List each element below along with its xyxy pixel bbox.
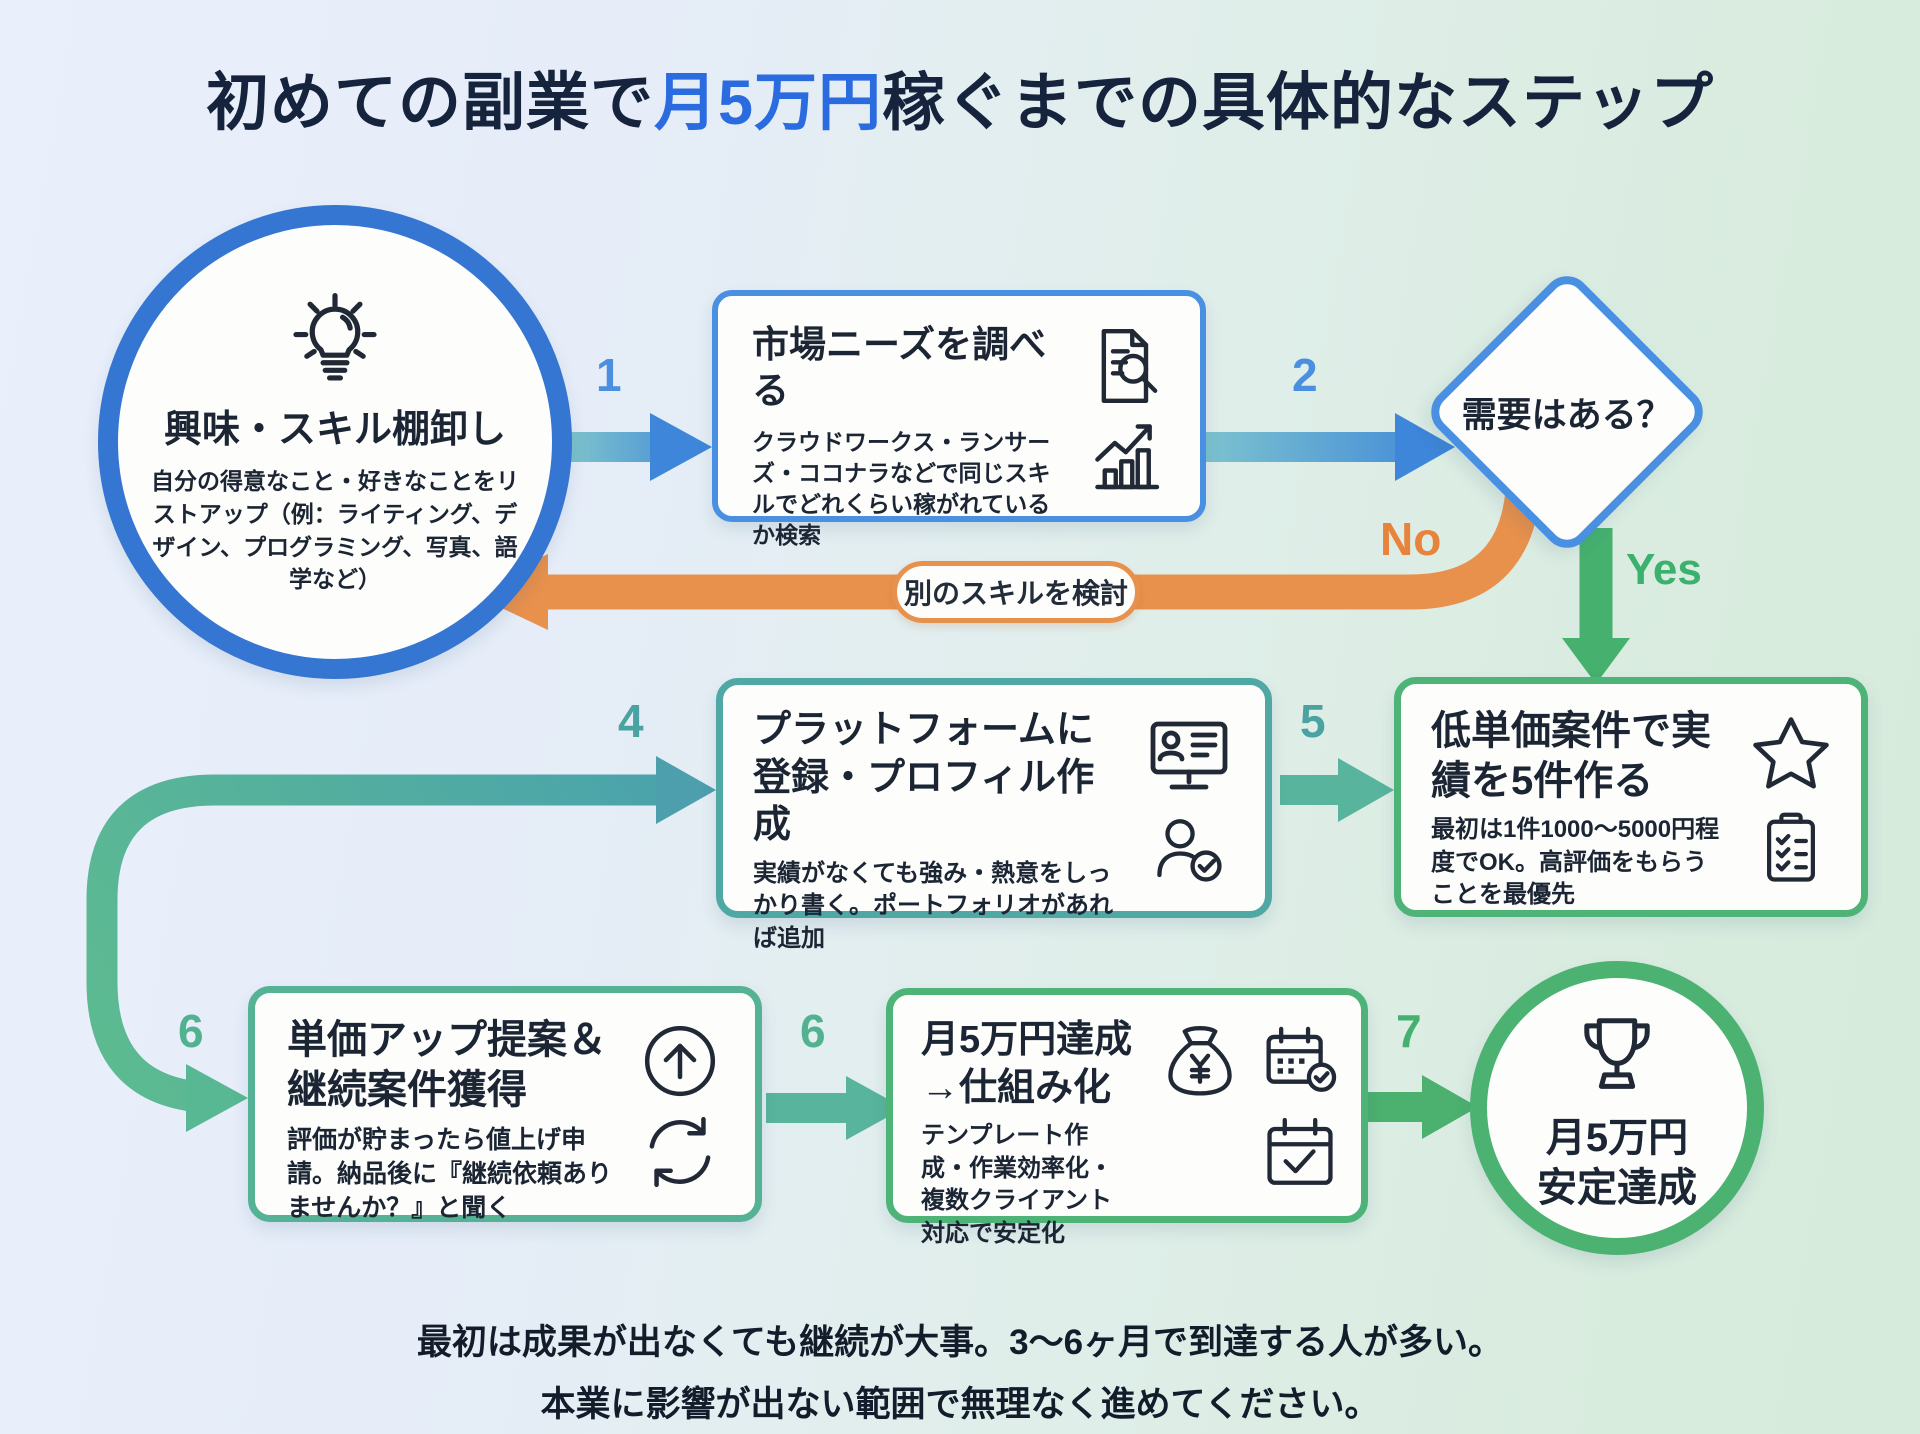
node-title: 月5万円達成→仕組み化 bbox=[921, 1019, 1133, 1109]
node-platform-register: プラットフォームに登録・プロフィル作成 実績がなくても強み・熱意をしっかり書く。… bbox=[716, 678, 1272, 952]
node-desc: クラウドワークス・ランサーズ・ココナラなどで同じスキルでどれくらい稼がれているか… bbox=[752, 428, 1051, 549]
step-label-1: 1 bbox=[596, 349, 622, 401]
node-desc: テンプレート作成・作業効率化・複数クライアント対応で安定化 bbox=[921, 1122, 1113, 1247]
node-title: 需要はある？ bbox=[1461, 395, 1673, 435]
node-goal: 月5万円安定達成 bbox=[1470, 961, 1764, 1255]
page-title-post: 稼ぐまでの具体的なステップ bbox=[882, 68, 1715, 138]
node-title: 低単価案件で実績を5件作る bbox=[1431, 709, 1711, 803]
node-title: 市場ニーズを調べる bbox=[752, 324, 1047, 412]
lightbulb-icon bbox=[293, 293, 377, 381]
person-check-icon bbox=[1157, 819, 1222, 882]
node-title: プラットフォームに登録・プロフィル作成 bbox=[753, 709, 1095, 846]
step-label-6: 6 bbox=[800, 1005, 826, 1057]
arrow-step6 bbox=[766, 1076, 904, 1140]
step-label-4: 4 bbox=[618, 695, 644, 747]
arrow-up-circle-icon bbox=[644, 1025, 716, 1096]
node-desc: 実績がなくても強み・熱意をしっかり書く。ポートフォリオがあれば追加 bbox=[753, 859, 1113, 952]
step-label-6-loop: 6 bbox=[178, 1005, 204, 1057]
node-title: 興味・スキル棚卸し bbox=[163, 409, 506, 452]
arrow-yes bbox=[1562, 528, 1630, 684]
arrow-step4-loop bbox=[86, 756, 716, 1132]
footer-note-line2: 本業に影響が出ない範囲で無理なく進めてください。 bbox=[540, 1385, 1380, 1424]
step-label-2: 2 bbox=[1292, 349, 1318, 401]
arrow-step5 bbox=[1280, 758, 1394, 822]
node-desc: 自分の得意なこと・好きなことをリストアップ（例：ライティング、デザイン、プログラ… bbox=[151, 468, 519, 593]
trophy-icon bbox=[1584, 1018, 1650, 1089]
node-price-up: 単価アップ提案＆継続案件獲得 評価が貯まったら値上げ申請。納品後に『継続依頼あり… bbox=[248, 986, 762, 1222]
no-note-pill: 別のスキルを検討 bbox=[892, 561, 1140, 623]
node-market-research: 市場ニーズを調べる クラウドワークス・ランサーズ・ココナラなどで同じスキルでどれ… bbox=[712, 290, 1206, 548]
growth-chart-icon bbox=[1095, 424, 1160, 490]
node-skill-inventory: 興味・スキル棚卸し 自分の得意なこと・好きなことをリストアップ（例：ライティング… bbox=[98, 205, 572, 679]
page-title-highlight: 月5万円 bbox=[653, 68, 883, 138]
node-first-jobs: 低単価案件で実績を5件作る 最初は1件1000〜5000円程度でOK。高評価をも… bbox=[1394, 677, 1868, 917]
page-title-pre: 初めての副業で bbox=[205, 68, 654, 138]
calendar-done-icon bbox=[1267, 1118, 1333, 1186]
arrow-step1 bbox=[560, 413, 712, 481]
document-search-icon bbox=[1101, 328, 1158, 404]
calendar-check-icon bbox=[1266, 1026, 1337, 1092]
arrow-step7 bbox=[1368, 1075, 1478, 1139]
step-label-5: 5 bbox=[1300, 695, 1326, 747]
clipboard-check-icon bbox=[1767, 812, 1815, 882]
page-title: 初めての副業で月5万円稼ぐまでの具体的なステップ bbox=[0, 52, 1920, 143]
yes-label: Yes bbox=[1626, 545, 1702, 594]
repeat-icon bbox=[649, 1116, 711, 1187]
monitor-profile-icon bbox=[1150, 721, 1228, 790]
node-title: 単価アップ提案＆継続案件獲得 bbox=[287, 1018, 607, 1112]
step-label-7: 7 bbox=[1396, 1005, 1422, 1057]
node-desc: 最初は1件1000〜5000円程度でOK。高評価をもらうことを最優先 bbox=[1431, 816, 1720, 909]
star-icon bbox=[1753, 716, 1829, 789]
money-bag-icon bbox=[1168, 1025, 1232, 1096]
node-desc: 評価が貯まったら値上げ申請。納品後に『継続依頼ありませんか？』と聞く bbox=[287, 1126, 613, 1222]
arrow-step2 bbox=[1206, 413, 1455, 481]
node-systemize: 月5万円達成→仕組み化 テンプレート作成・作業効率化・複数クライアント対応で安定… bbox=[886, 988, 1368, 1247]
no-label: No bbox=[1380, 513, 1442, 565]
footer-note-line1: 最初は成果が出なくても継続が大事。3〜6ヶ月で到達する人が多い。 bbox=[416, 1323, 1504, 1362]
node-title: 月5万円安定達成 bbox=[1537, 1116, 1697, 1210]
